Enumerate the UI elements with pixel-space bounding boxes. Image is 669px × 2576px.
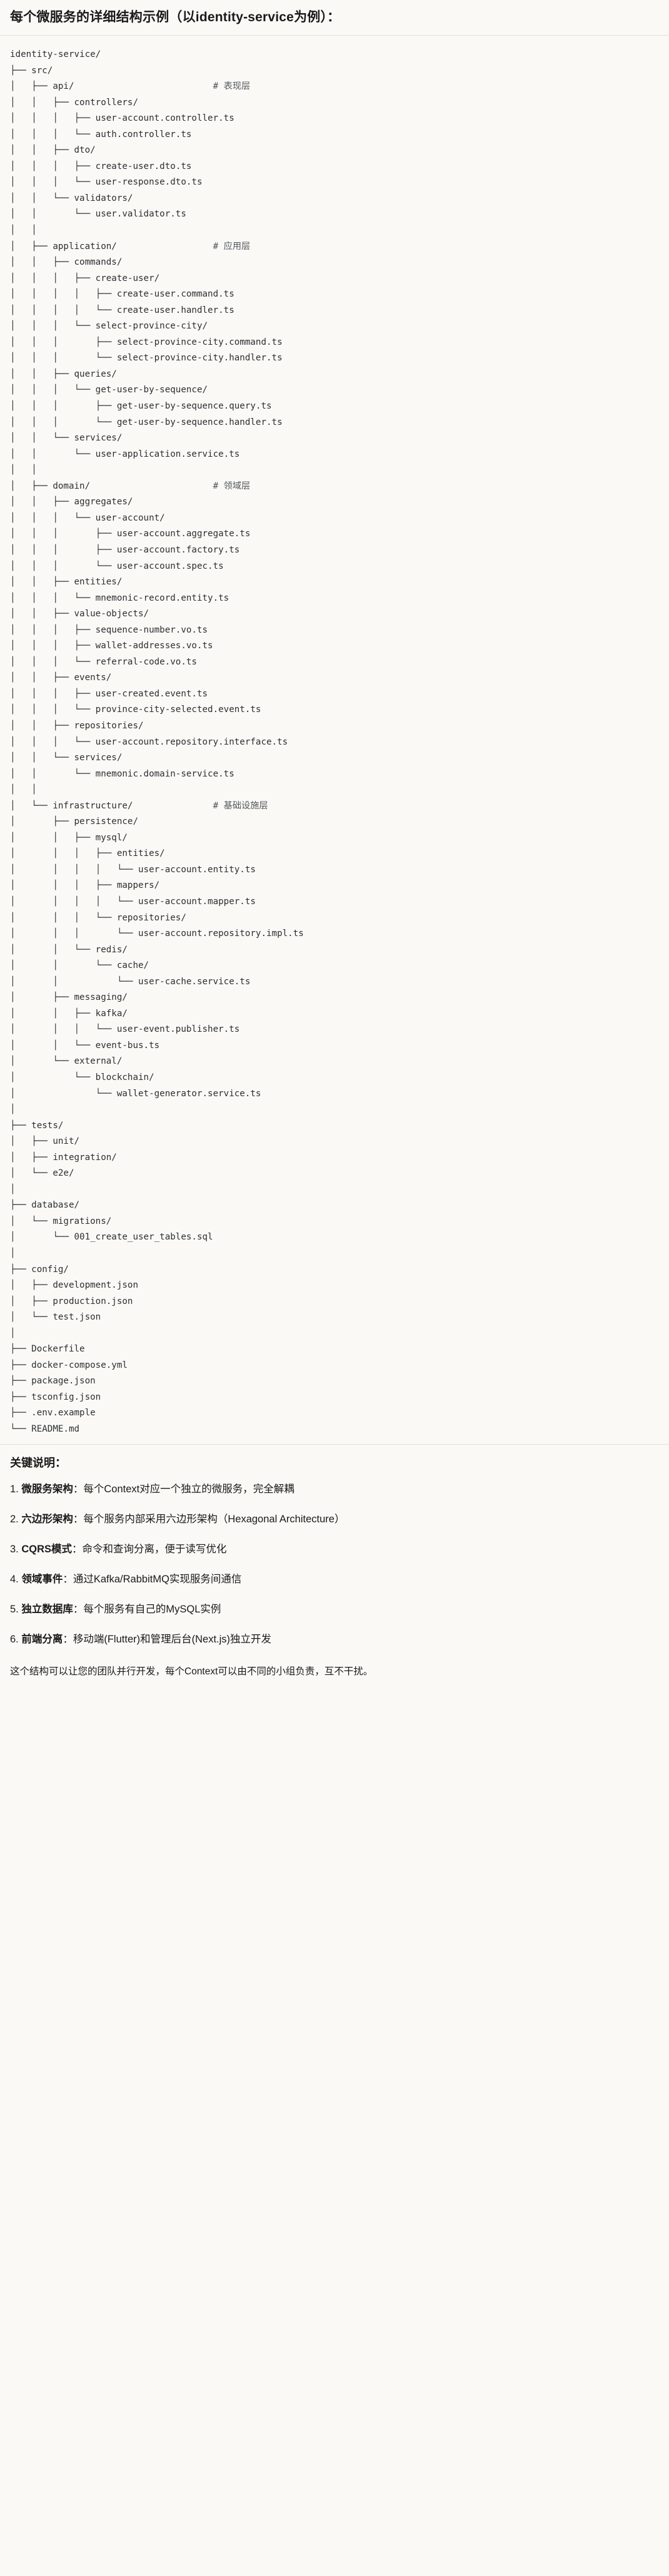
key-note-term: 领域事件 [21, 1573, 63, 1585]
key-note-item: 4. 领域事件：通过Kafka/RabbitMQ实现服务间通信 [10, 1571, 659, 1587]
tree-comment: # 应用层 [213, 241, 251, 252]
key-note-item: 5. 独立数据库：每个服务有自己的MySQL实例 [10, 1601, 659, 1617]
document-page: 每个微服务的详细结构示例（以identity-service为例）： ident… [0, 10, 669, 1696]
directory-tree-block: identity-service/ ├── src/ │ ├── api/ # … [0, 36, 669, 1444]
closing-paragraph: 这个结构可以让您的团队并行开发，每个Context可以由不同的小组负责，互不干扰… [10, 1666, 373, 1677]
tree-comment: # 表现层 [213, 81, 251, 92]
key-note-separator: ： [73, 1483, 84, 1495]
key-note-number: 6. [10, 1633, 22, 1645]
key-note-number: 2. [10, 1513, 22, 1525]
key-note-term: 独立数据库 [21, 1603, 73, 1615]
key-note-separator: ： [73, 1513, 84, 1525]
key-note-description: 每个Context对应一个独立的微服务，完全解耦 [83, 1483, 294, 1495]
key-note-term: 微服务架构 [21, 1483, 73, 1495]
key-note-separator: ： [63, 1573, 73, 1585]
tree-comment: # 领域层 [213, 481, 251, 491]
tree-divider [0, 1443, 669, 1445]
key-note-item: 2. 六边形架构：每个服务内部采用六边形架构（Hexagonal Archite… [10, 1511, 659, 1527]
key-note-description: 命令和查询分离，便于读写优化 [82, 1543, 227, 1555]
key-note-number: 4. [10, 1573, 22, 1585]
key-note-separator: ： [63, 1633, 73, 1645]
key-note-number: 5. [10, 1603, 22, 1615]
key-note-separator: ： [73, 1603, 84, 1615]
title-divider [0, 35, 669, 36]
key-note-description: 每个服务内部采用六边形架构（Hexagonal Architecture） [83, 1513, 345, 1525]
key-note-term: 前端分离 [21, 1633, 63, 1645]
key-note-item: 6. 前端分离：移动端(Flutter)和管理后台(Next.js)独立开发 [10, 1631, 659, 1647]
key-note-description: 通过Kafka/RabbitMQ实现服务间通信 [73, 1573, 242, 1585]
key-note-description: 每个服务有自己的MySQL实例 [83, 1603, 221, 1615]
key-note-term: 六边形架构 [21, 1513, 73, 1525]
key-note-number: 3. [10, 1543, 22, 1555]
key-note-item: 3. CQRS模式：命令和查询分离，便于读写优化 [10, 1541, 659, 1557]
key-note-description: 移动端(Flutter)和管理后台(Next.js)独立开发 [73, 1633, 272, 1645]
key-note-term: CQRS模式 [21, 1543, 73, 1555]
tree-comment: # 基础设施层 [213, 800, 268, 811]
key-note-item: 1. 微服务架构：每个Context对应一个独立的微服务，完全解耦 [10, 1481, 659, 1497]
page-title: 每个微服务的详细结构示例（以identity-service为例）： [10, 10, 341, 24]
key-notes-title: 关键说明： [10, 1456, 66, 1469]
directory-tree: identity-service/ ├── src/ │ ├── api/ # … [10, 49, 304, 1435]
key-note-number: 1. [10, 1483, 22, 1495]
key-note-separator: ： [72, 1543, 83, 1555]
